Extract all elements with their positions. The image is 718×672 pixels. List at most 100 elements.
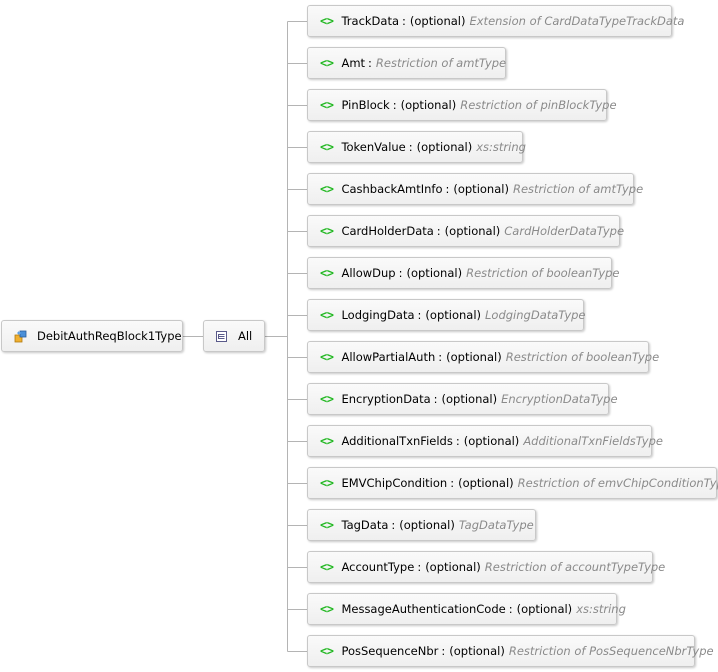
element-name: AllowDup	[341, 266, 396, 280]
all-compositor-icon	[216, 330, 227, 342]
element-node-tokenvalue[interactable]: <>TokenValue:(optional)xs:string	[307, 131, 526, 163]
element-optional-flag: (optional)	[409, 14, 466, 28]
element-separator: :	[441, 644, 446, 658]
element-icon: <>	[320, 140, 334, 154]
element-separator: :	[436, 224, 441, 238]
element-optional-flag: (optional)	[399, 518, 455, 532]
element-name: TrackData	[341, 14, 400, 28]
element-node-emvchipcondition[interactable]: <> EMVChipCondition:(optional)Restriction…	[307, 467, 718, 499]
element-name: CashbackAmtInfo	[341, 182, 443, 196]
element-name: EMVChipCondition	[341, 476, 448, 490]
element-type: CardHolderDataType	[504, 224, 625, 238]
element-node-tagdata[interactable]: <> TagData:(optional)TagDataType	[307, 509, 536, 541]
element-icon: <>	[320, 224, 334, 238]
element-optional-flag: (optional)	[425, 308, 482, 322]
element-icon: <>	[320, 350, 334, 364]
element-optional-flag: (optional)	[441, 392, 498, 406]
element-type: Restriction of PosSequenceNbrType	[508, 644, 714, 658]
element-separator: :	[368, 56, 372, 70]
element-icon: <>	[320, 602, 334, 616]
element-type: Restriction of accountTypeType	[484, 560, 666, 574]
element-node-messageauthenticationcode[interactable]: <> MessageAuthenticationCode:(optional)xs…	[307, 593, 626, 625]
element-type: Restriction of emvChipConditionType	[517, 476, 718, 490]
element-node-possequencenbr[interactable]: <> PosSequenceNbr:(optional)Restriction o…	[307, 635, 714, 667]
element-optional-flag: (optional)	[458, 476, 514, 490]
element-separator: :	[508, 602, 513, 616]
complex-type-icon	[14, 329, 29, 344]
all-group-node[interactable]: All	[203, 320, 265, 352]
element-node-allowdup[interactable]: <> AllowDup:(optional)Restriction of bool…	[307, 257, 620, 289]
element-type: Restriction of amtType	[375, 56, 507, 70]
element-type: Extension of CardDataTypeTrackData	[469, 14, 685, 28]
element-node-cardholderdata[interactable]: <> CardHolderData:(optional)CardHolderDat…	[307, 215, 624, 247]
element-optional-flag: (optional)	[400, 98, 457, 112]
element-type: xs:string	[476, 140, 526, 154]
element-name: EncryptionData	[341, 392, 431, 406]
element-optional-flag: (optional)	[444, 224, 501, 238]
element-icon: <>	[320, 98, 334, 112]
element-name: CardHolderData	[341, 224, 434, 238]
element-optional-flag: (optional)	[446, 350, 502, 364]
element-name: Amt	[341, 56, 366, 70]
element-icon: <>	[320, 518, 334, 532]
element-name: PosSequenceNbr	[341, 644, 439, 658]
element-icon: <>	[320, 308, 334, 322]
element-type: Restriction of booleanType	[466, 266, 620, 280]
element-optional-flag: (optional)	[416, 140, 473, 154]
element-separator: :	[392, 98, 397, 112]
element-separator: :	[450, 476, 455, 490]
element-name: TokenValue	[341, 140, 406, 154]
element-name: LodgingData	[341, 308, 415, 322]
element-icon: <>	[320, 644, 334, 658]
element-node-amt[interactable]: <>Amt:Restriction of amtType	[307, 47, 506, 79]
element-node-cashbackamtinfo[interactable]: <> CashbackAmtInfo:(optional)Restriction …	[307, 173, 643, 205]
element-icon: <>	[320, 266, 334, 280]
element-node-additionaltxnfields[interactable]: <> AdditionalTxnFields:(optional)Addition…	[307, 425, 663, 457]
element-optional-flag: (optional)	[425, 560, 481, 574]
element-type: EncryptionDataType	[501, 392, 618, 406]
element-icon: <>	[320, 182, 334, 196]
element-type: TagDataType	[458, 518, 534, 532]
element-optional-flag: (optional)	[453, 182, 509, 196]
element-name: AccountType	[341, 560, 415, 574]
element-type: xs:string	[576, 602, 626, 616]
element-icon: <>	[320, 434, 334, 448]
element-type: LodgingDataType	[485, 308, 586, 322]
element-type: AdditionalTxnFieldsType	[523, 434, 663, 448]
root-type-node[interactable]: DebitAuthReqBlock1Type	[1, 320, 183, 352]
element-node-allowpartialauth[interactable]: <> AllowPartialAuth:(optional)Restriction…	[307, 341, 659, 373]
element-optional-flag: (optional)	[463, 434, 520, 448]
element-separator: :	[391, 518, 396, 532]
element-type: Restriction of pinBlockType	[460, 98, 617, 112]
element-name: AdditionalTxnFields	[341, 434, 453, 448]
element-name: PinBlock	[341, 98, 390, 112]
element-type: Restriction of booleanType	[505, 350, 660, 364]
element-separator: :	[417, 308, 422, 322]
element-node-pinblock[interactable]: <> PinBlock:(optional)Restriction of pinB…	[307, 89, 617, 121]
element-optional-flag: (optional)	[406, 266, 463, 280]
element-icon: <>	[320, 14, 334, 28]
element-separator: :	[445, 182, 450, 196]
element-separator: :	[402, 14, 406, 28]
root-type-label: DebitAuthReqBlock1Type	[37, 329, 182, 343]
element-separator: :	[433, 392, 438, 406]
element-optional-flag: (optional)	[516, 602, 573, 616]
element-node-lodgingdata[interactable]: <> LodgingData:(optional)LodgingDataType	[307, 299, 586, 331]
element-icon: <>	[320, 476, 334, 490]
element-node-accounttype[interactable]: <> AccountType:(optional)Restriction of a…	[307, 551, 665, 583]
all-group-label: All	[238, 329, 253, 343]
element-type: Restriction of amtType	[512, 182, 644, 196]
element-icon: <>	[320, 392, 334, 406]
element-icon: <>	[320, 560, 334, 574]
element-separator: :	[455, 434, 460, 448]
element-name: TagData	[341, 518, 389, 532]
element-name: AllowPartialAuth	[341, 350, 436, 364]
element-name: MessageAuthenticationCode	[341, 602, 506, 616]
element-optional-flag: (optional)	[449, 644, 505, 658]
element-separator: :	[398, 266, 403, 280]
element-separator: :	[438, 350, 443, 364]
element-separator: :	[417, 560, 422, 574]
element-node-encryptiondata[interactable]: <> EncryptionData:(optional)EncryptionDat…	[307, 383, 618, 415]
element-node-trackdata[interactable]: <> TrackData:(optional)Extension of CardD…	[307, 5, 684, 37]
